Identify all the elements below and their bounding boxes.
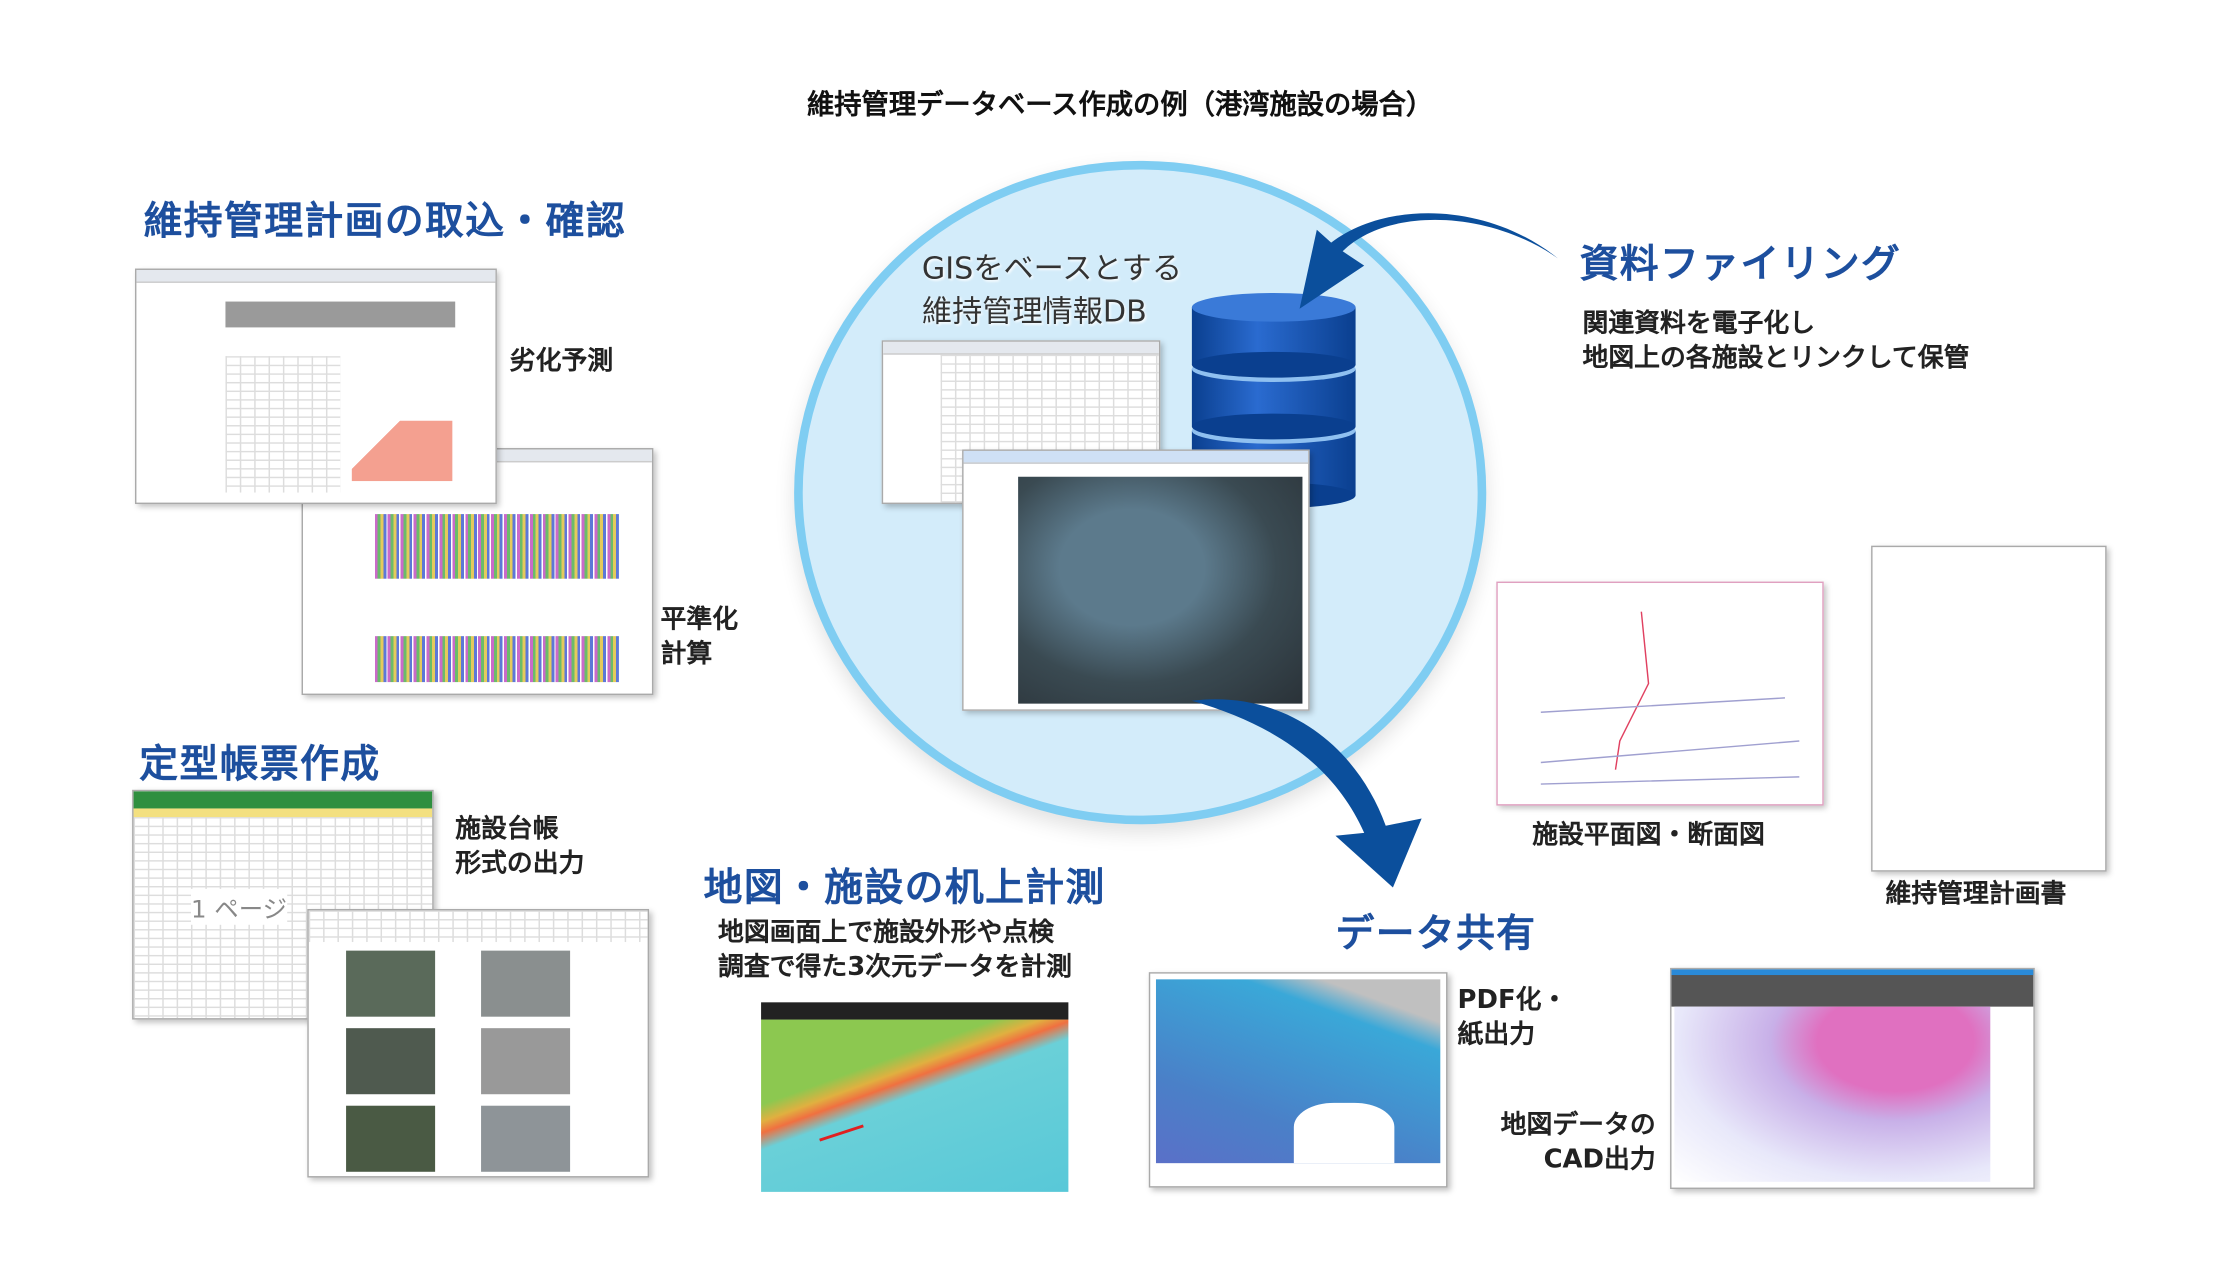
gis-map-window — [962, 449, 1310, 711]
cad-label-line1: 地図データの — [1500, 1110, 1656, 1141]
deterioration-window — [134, 268, 497, 505]
photo-sheet — [307, 908, 650, 1178]
pdf-label: PDF化・紙出力 — [1458, 984, 1568, 1053]
forms-heading: 定型帳票作成 — [139, 742, 381, 787]
ledger-label: 施設台帳形式の出力 — [455, 813, 584, 882]
leveling-label-line1: 平準化 — [660, 604, 739, 635]
measure-description-line1: 地図画面上で施設外形や点検 — [718, 917, 1055, 948]
cad-label-line2: CAD出力 — [1543, 1144, 1656, 1175]
plan-document-label: 維持管理計画書 — [1885, 878, 2067, 909]
plan-import-heading: 維持管理計画の取込・確認 — [143, 199, 627, 245]
filing-description-line1: 関連資料を電子化し — [1582, 308, 1816, 339]
diagram-title: 維持管理データベース作成の例（港湾施設の場合） — [806, 89, 1434, 121]
leveling-label: 平準化計算 — [661, 603, 739, 672]
3d-measurement-image — [761, 1002, 1069, 1192]
pdf-map — [1148, 972, 1448, 1188]
filing-arrow — [1299, 213, 1559, 309]
pdf-label-line1: PDF化・ — [1457, 985, 1568, 1016]
filing-heading: 資料ファイリング — [1579, 242, 1902, 288]
share-arrow — [1191, 699, 1422, 888]
measure-description-line2: 調査で得た3次元データを計測 — [718, 952, 1073, 983]
ledger-label-line1: 施設台帳 — [455, 814, 559, 845]
cad-window — [1670, 967, 2035, 1190]
share-heading: データ共有 — [1335, 911, 1537, 957]
gis-db-caption-line1: GISをベースとする — [921, 251, 1183, 286]
filing-description: 関連資料を電子化し地図上の各施設とリンクして保管 — [1582, 307, 1969, 376]
measure-heading: 地図・施設の机上計測 — [703, 865, 1106, 911]
filing-description-line2: 地図上の各施設とリンクして保管 — [1582, 343, 1970, 374]
ledger-label-line2: 形式の出力 — [455, 848, 585, 879]
gis-db-caption: GISをベースとする 維持管理情報DB — [922, 247, 1182, 333]
gis-db-caption-line2: 維持管理情報DB — [921, 294, 1147, 329]
facility-drawing — [1496, 581, 1824, 806]
ledger-page-text: 1 ページ — [190, 888, 288, 925]
plan-document — [1871, 545, 2107, 872]
facility-drawing-label: 施設平面図・断面図 — [1532, 819, 1765, 851]
deterioration-label: 劣化予測 — [509, 346, 614, 377]
leveling-label-line2: 計算 — [660, 639, 713, 670]
pdf-label-line2: 紙出力 — [1457, 1019, 1536, 1050]
measure-description: 地図画面上で施設外形や点検調査で得た3次元データを計測 — [718, 916, 1072, 985]
